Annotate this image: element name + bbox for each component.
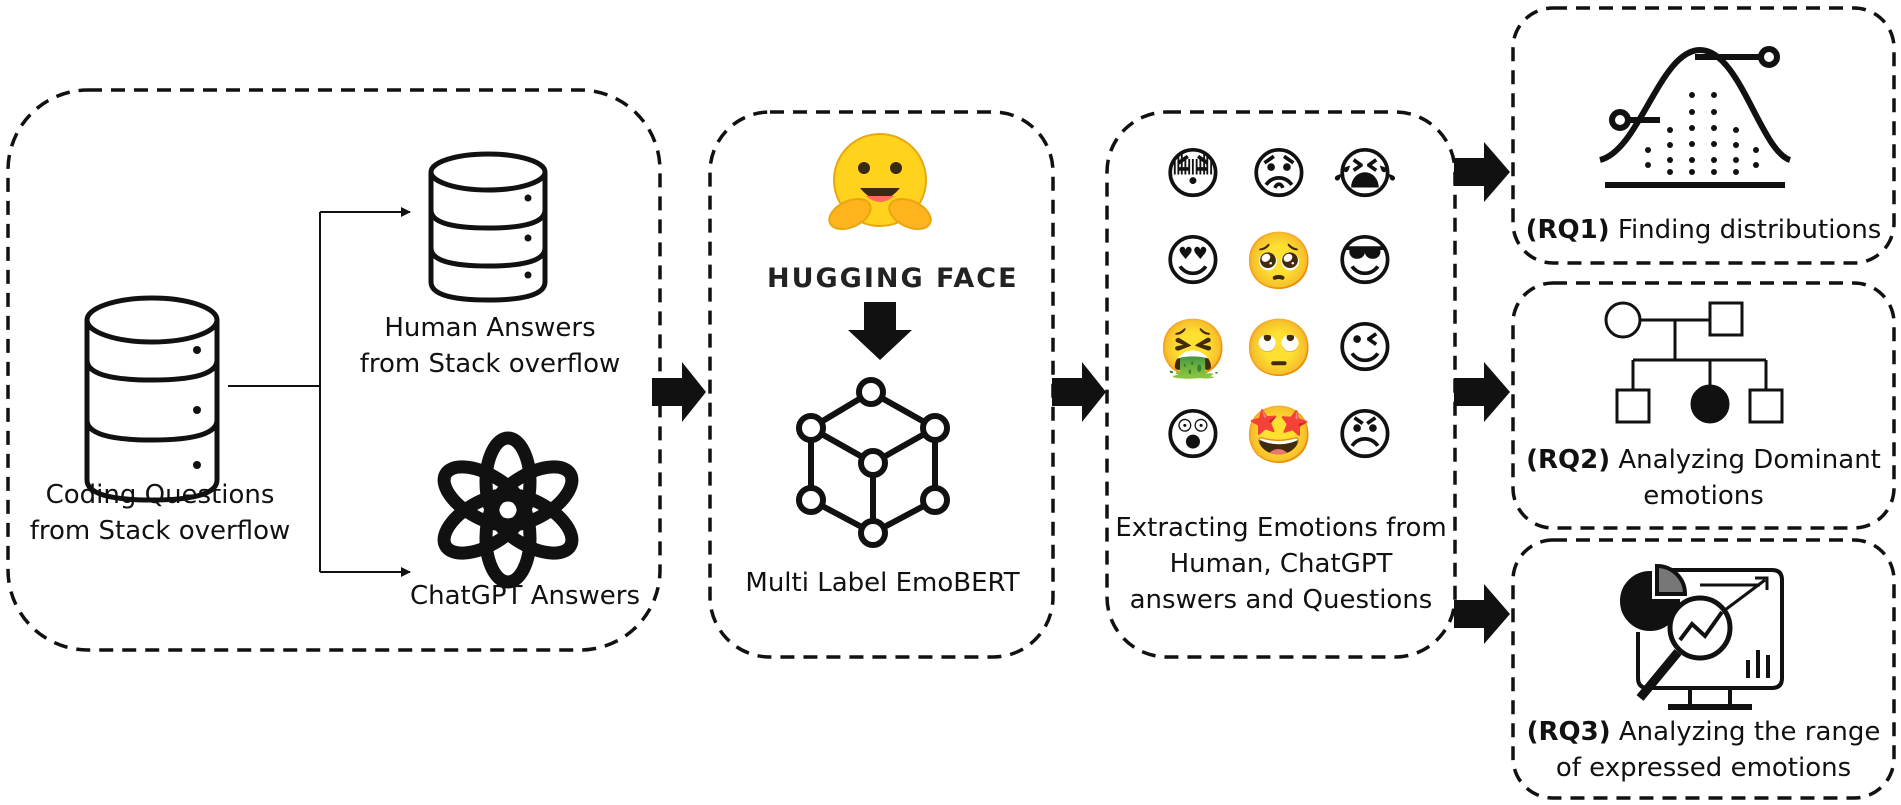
flow-arrow (1454, 362, 1510, 422)
rq2-panel (1511, 281, 1896, 530)
flow-arrow (1454, 584, 1510, 644)
rq3-tag: (RQ3) (1526, 717, 1611, 747)
emotion-emoji-icon: 😟 (1249, 142, 1309, 207)
rq3-text: Analyzing the range (1618, 717, 1881, 747)
branch-connector (228, 207, 411, 577)
flow-arrow (1052, 362, 1106, 422)
emotion-emoji-icon: 😍 (1163, 229, 1223, 294)
rq1-tag: (RQ1) (1525, 215, 1610, 245)
rq3-text-line2: of expressed emotions (1555, 753, 1852, 783)
emotion-emoji-icon: 🤮 (1158, 316, 1228, 381)
emotion-emoji-icon: 😲 (1163, 403, 1223, 468)
rq2-text: Analyzing Dominant (1618, 445, 1881, 475)
rq2-label: (RQ2) Analyzing Dominant emotions (1513, 442, 1894, 514)
openai-logo-icon (437, 431, 579, 589)
coding-questions-label: Coding Questions from Stack overflow (29, 480, 291, 546)
flow-arrow (1454, 142, 1510, 202)
rq2-tag: (RQ2) (1526, 445, 1611, 475)
rq3-label: (RQ3) Analyzing the range of expressed e… (1513, 714, 1894, 786)
model-label: Multi Label EmoBERT (745, 568, 1020, 598)
emotion-emoji-icon: 😳 (1163, 142, 1223, 207)
rq3-panel (1511, 538, 1896, 800)
pedigree-chart-icon (1604, 301, 1784, 424)
chatgpt-answers-label: ChatGPT Answers (409, 581, 641, 611)
emotion-emoji-icon: 🙄 (1244, 316, 1314, 381)
rq1-panel (1511, 6, 1896, 265)
emotion-emoji-icon: 🥺 (1244, 229, 1314, 294)
human-answers-label: Human Answers from Stack overflow (359, 313, 621, 379)
rq1-text: Finding distributions (1617, 215, 1882, 245)
emotion-emoji-icon: 😭 (1332, 142, 1398, 207)
model-cube-icon (796, 377, 950, 548)
input-panel (6, 88, 662, 652)
rq1-label: (RQ1) Finding distributions (1513, 212, 1894, 248)
database-icon (84, 295, 220, 503)
emotion-extraction-label: Extracting Emotions from Human, ChatGPT … (1115, 513, 1447, 615)
flow-arrow (652, 362, 706, 422)
emotion-emoji-icon: 😎 (1335, 229, 1395, 294)
emotion-emoji-icon: 😠 (1335, 403, 1395, 468)
analytics-monitor-icon (1620, 563, 1784, 710)
hugging-face-brand: HUGGING FACE (767, 263, 1019, 294)
hugging-face-emoji-icon (828, 133, 932, 231)
down-arrow-icon (848, 302, 912, 360)
database-icon (428, 151, 548, 303)
rq2-text-line2: emotions (1643, 481, 1764, 511)
distribution-chart-icon (1598, 46, 1792, 188)
emotion-emoji-grid: 😳 😟 😭 😍 🥺 😎 🤮🙄 😉 😲 🤩 😠 (1150, 145, 1412, 466)
emotion-emoji-icon: 😉 (1335, 316, 1395, 381)
emotion-emoji-icon: 🤩 (1244, 403, 1314, 468)
